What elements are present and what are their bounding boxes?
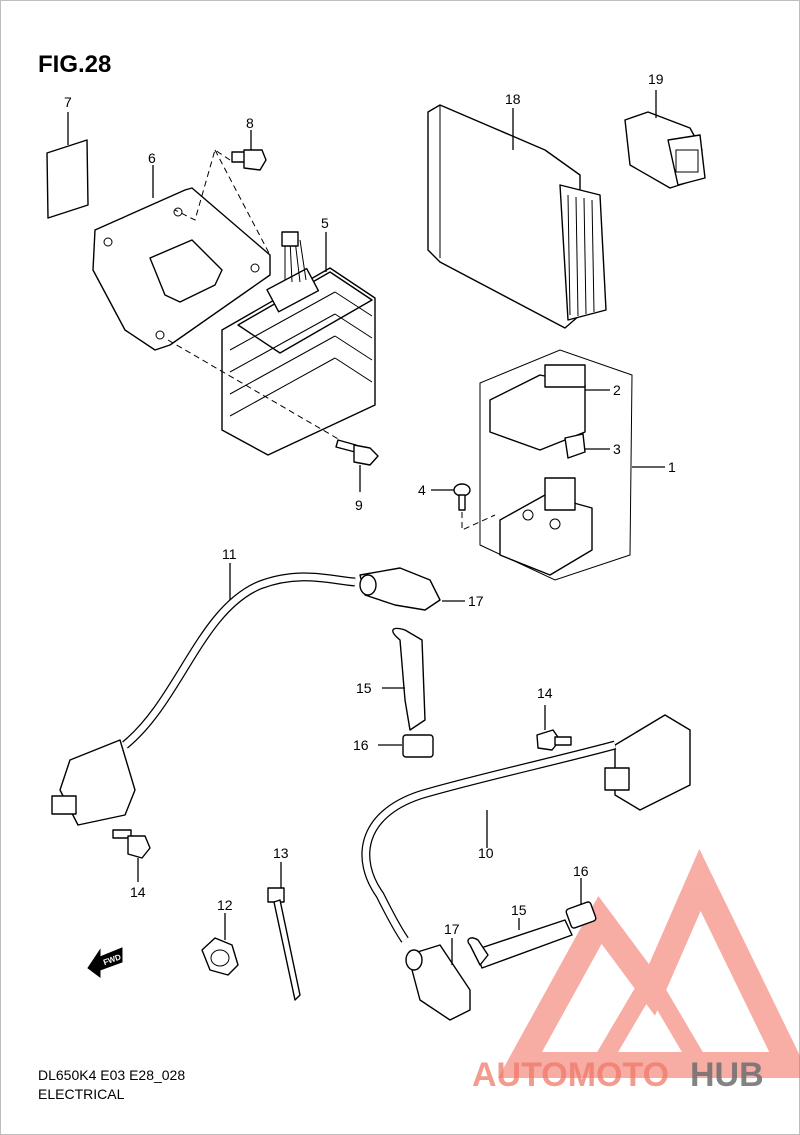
section-name: ELECTRICAL (38, 1086, 125, 1102)
part-15-tube-front[interactable] (382, 627, 426, 731)
callout-7: 7 (64, 94, 72, 110)
part-11-ignition-coil-front[interactable] (51, 563, 356, 826)
callout-9: 9 (355, 497, 363, 513)
part-8-bolt[interactable] (174, 130, 271, 256)
callout-10: 10 (478, 845, 494, 861)
callout-17b: 17 (444, 921, 460, 937)
part-9-bolt[interactable] (335, 439, 379, 492)
callout-4: 4 (418, 482, 426, 498)
callout-16b: 16 (573, 863, 589, 879)
callout-11: 11 (222, 546, 237, 562)
part-10-ignition-coil-rear[interactable] (361, 714, 691, 943)
callout-8: 8 (246, 115, 254, 131)
part-14-bolt-front[interactable] (112, 829, 151, 882)
part-17-plug-cap-rear[interactable] (405, 938, 471, 1021)
callout-13: 13 (273, 845, 289, 861)
part-16-seal-rear[interactable] (565, 878, 597, 929)
callout-2: 2 (613, 382, 621, 398)
part-4-screw[interactable] (431, 483, 496, 531)
callout-19: 19 (648, 71, 664, 87)
part-15-tube-rear[interactable] (467, 918, 573, 969)
diagram-code: DL650K4 E03 E28_028 (38, 1067, 185, 1083)
callout-14a: 14 (537, 685, 553, 701)
callout-6: 6 (148, 150, 156, 166)
callout-1: 1 (668, 459, 676, 475)
callout-12: 12 (217, 897, 233, 913)
fwd-arrow-icon: FWD (87, 947, 123, 978)
part-6-bracket[interactable] (92, 165, 271, 351)
callout-14b: 14 (130, 884, 146, 900)
part-16-seal-front[interactable] (378, 734, 434, 758)
starter-relay-body[interactable] (499, 477, 593, 576)
part-12-clamp[interactable] (201, 913, 239, 976)
callout-5: 5 (321, 215, 329, 231)
part-7-label-sticker[interactable] (46, 112, 89, 219)
watermark-text-primary: AUTOMOTO (472, 1056, 669, 1094)
part-3-fuse[interactable] (564, 433, 610, 459)
part-17-plug-cap-front[interactable] (359, 567, 465, 611)
watermark-logo (497, 848, 800, 1078)
callout-16a: 16 (353, 737, 369, 753)
callout-15a: 15 (356, 680, 372, 696)
part-2-relay-cover[interactable] (489, 364, 610, 451)
callout-15b: 15 (511, 902, 527, 918)
part-1-starter-relay-assembly[interactable] (479, 349, 665, 581)
callout-3: 3 (613, 441, 621, 457)
figure-title: FIG.28 (38, 51, 111, 78)
part-18-ecm[interactable] (427, 104, 607, 329)
watermark-text-secondary: HUB (690, 1056, 764, 1094)
callout-17a: 17 (468, 593, 484, 609)
part-19-connector[interactable] (624, 90, 706, 189)
part-13-cable-tie[interactable] (267, 862, 301, 1001)
part-5-regulator[interactable] (167, 231, 376, 456)
callout-18: 18 (505, 91, 521, 107)
part-14-bolt-rear[interactable] (536, 705, 572, 751)
